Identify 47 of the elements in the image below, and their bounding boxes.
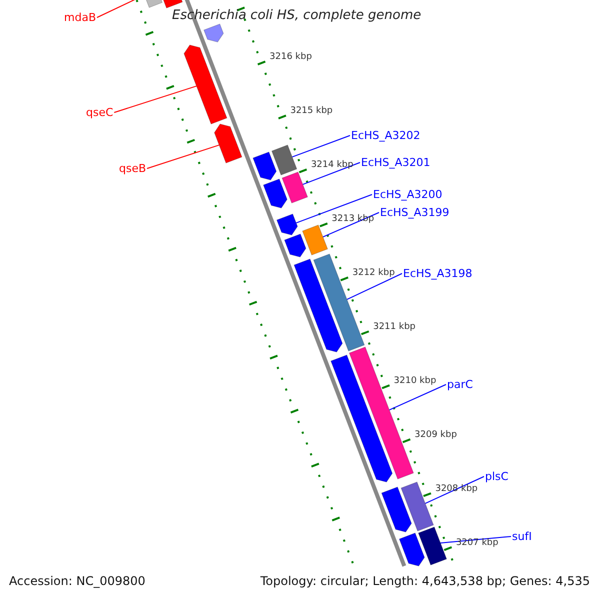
tick-label: 3208 kbp [435,484,478,495]
gene-feature [252,152,277,180]
leader-line [388,384,446,410]
tick-label: 3211 kbp [373,322,416,333]
gene-label: EcHS_A3202 [351,129,420,142]
leader-line [346,273,402,300]
leader-line [292,135,350,158]
tick-label: 3214 kbp [310,160,354,171]
leader-line [322,212,380,238]
tick-label: 3210 kbp [394,376,436,387]
tick-label: 3215 kbp [290,106,333,117]
gene-label: parC [447,378,473,391]
gene-feature [263,178,288,208]
gene-feature [282,172,308,204]
gene-feature [418,526,447,566]
gene-feature [381,486,412,532]
gene-label: EcHS_A3201 [361,156,430,169]
gene-feature [204,24,224,42]
gene-label: EcHS_A3200 [373,188,442,201]
tick-label: 3212 kbp [352,268,395,279]
leader-line [302,162,360,185]
gene-feature [184,44,228,124]
genome-stats: Topology: circular; Length: 4,643,538 bp; Genes: 4,535 [260,575,590,588]
gene-label: EcHS_A3198 [403,267,472,280]
gene-feature [398,532,425,566]
gene-feature [284,234,306,258]
tick-label: 3216 kbp [270,52,312,63]
gene-label: sufI [512,530,532,543]
gene-feature [294,258,343,352]
gene-feature [400,482,434,532]
tick-label: 3209 kbp [414,430,457,441]
gene-feature [302,224,328,256]
leader-line [114,86,197,113]
leader-line [296,194,372,224]
gene-feature [330,354,393,482]
gene-label: plsC [485,470,508,483]
gene-feature [276,214,298,236]
gene-label: mdaB [64,11,96,24]
accession-note: Accession: NC_009800 [9,575,146,588]
gene-feature [214,124,242,164]
map-title: Escherichia coli HS, complete genome [172,8,422,24]
gene-label: qseC [86,106,114,119]
gene-feature [271,144,298,176]
gene-label: EcHS_A3199 [380,206,450,219]
leader-line [146,144,220,169]
leader-line [424,476,484,504]
gene-label: qseB [119,162,146,175]
